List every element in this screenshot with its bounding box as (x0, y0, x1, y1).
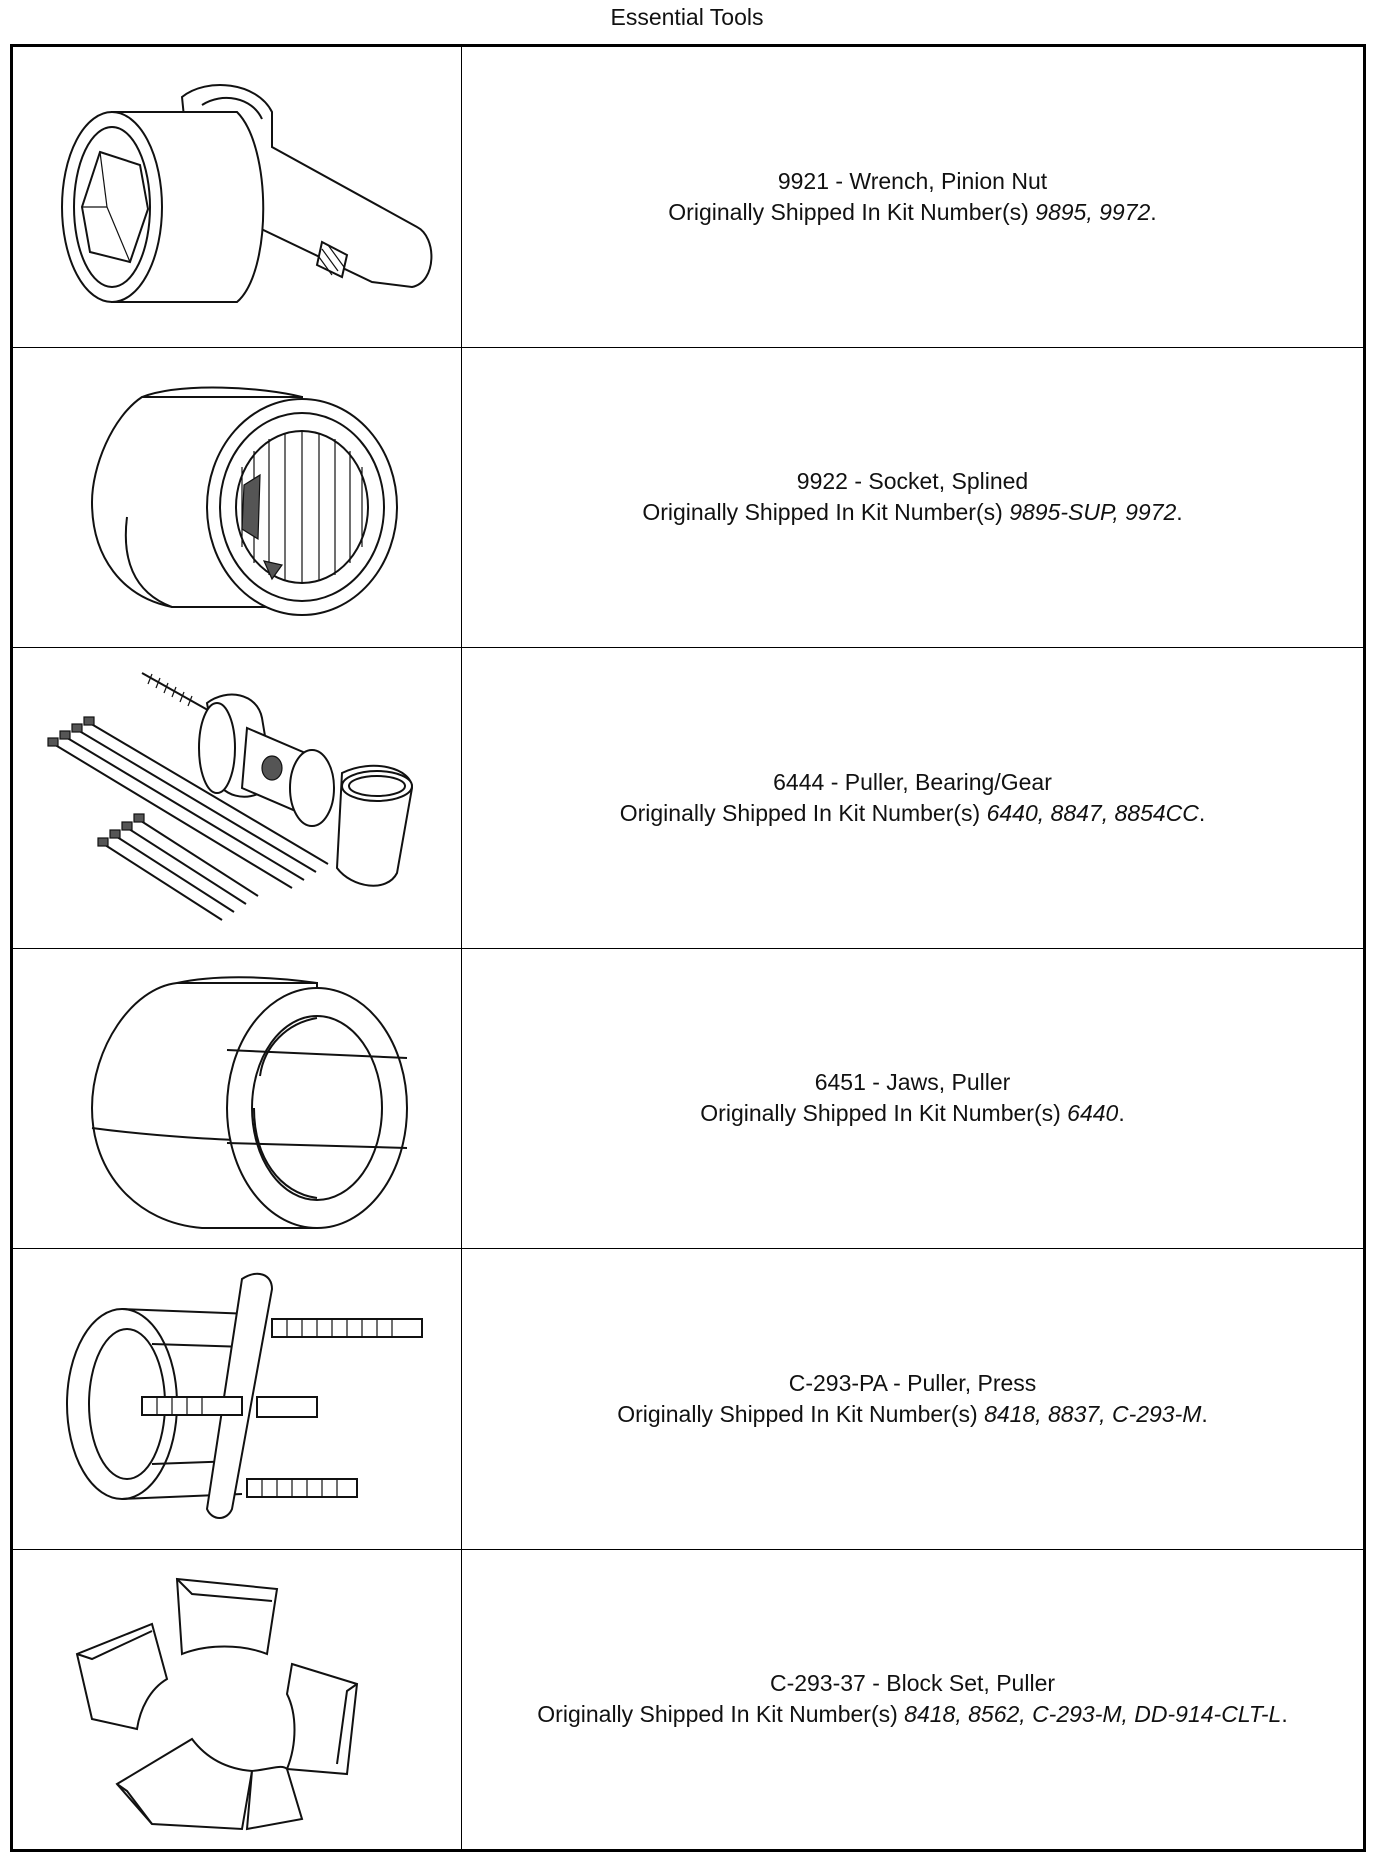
tool-row-6444: 6444 - Puller, Bearing/Gear Originally S… (13, 648, 1363, 949)
pinion-nut-wrench-icon (61, 83, 433, 303)
tool-kits-line: Originally Shipped In Kit Number(s) 9895… (668, 197, 1156, 228)
tool-kits-line: Originally Shipped In Kit Number(s) 8418… (617, 1399, 1208, 1430)
tool-image-cell (13, 948, 462, 1248)
tool-row-c-293-pa: C-293-PA - Puller, Press Originally Ship… (13, 1249, 1363, 1550)
kits-prefix: Originally Shipped In Kit Number(s) (642, 499, 1010, 526)
kits-suffix: . (1201, 1400, 1208, 1427)
tool-label: 6444 - Puller, Bearing/Gear (773, 768, 1052, 795)
tool-row-9922: 9922 - Socket, Splined Originally Shippe… (13, 347, 1363, 648)
tool-description: C-293-37 - Block Set, Puller Originally … (462, 1550, 1363, 1850)
tool-label: C-293-37 - Block Set, Puller (769, 1670, 1056, 1697)
kits-prefix: Originally Shipped In Kit Number(s) (700, 1100, 1068, 1127)
kit-numbers: 9895-SUP, 9972 (1009, 499, 1177, 526)
tools-table: 9921 - Wrench, Pinion Nut Originally Shi… (10, 44, 1366, 1852)
tool-image-cell (13, 1549, 462, 1849)
tool-image-cell (13, 648, 462, 948)
kits-prefix: Originally Shipped In Kit Number(s) (668, 198, 1036, 225)
tool-row-c-293-37: C-293-37 - Block Set, Puller Originally … (13, 1549, 1363, 1850)
kits-prefix: Originally Shipped In Kit Number(s) (619, 799, 987, 826)
tool-row-9921: 9921 - Wrench, Pinion Nut Originally Shi… (13, 47, 1363, 348)
puller-block-set-icon (75, 1578, 359, 1831)
kit-numbers: 6440, 8847, 8854CC (986, 799, 1199, 826)
tool-image-cell (13, 47, 462, 347)
tool-description: 6451 - Jaws, Puller Originally Shipped I… (462, 949, 1363, 1249)
tool-kits-line: Originally Shipped In Kit Number(s) 9895… (642, 497, 1182, 528)
kit-numbers: 9895, 9972 (1035, 198, 1151, 225)
kit-numbers: 8418, 8837, C-293-M (984, 1400, 1202, 1427)
puller-jaws-icon (90, 976, 408, 1230)
press-puller-icon (66, 1272, 423, 1519)
tool-kits-line: Originally Shipped In Kit Number(s) 6440… (700, 1098, 1124, 1129)
kits-suffix: . (1281, 1701, 1288, 1728)
tool-description: 9921 - Wrench, Pinion Nut Originally Shi… (462, 47, 1363, 347)
kits-prefix: Originally Shipped In Kit Number(s) (617, 1400, 985, 1427)
tool-description: 9922 - Socket, Splined Originally Shippe… (462, 348, 1363, 648)
bearing-gear-puller-icon (47, 671, 414, 921)
tool-row-6451: 6451 - Jaws, Puller Originally Shipped I… (13, 948, 1363, 1249)
kits-suffix: . (1176, 499, 1183, 526)
kits-suffix: . (1118, 1100, 1125, 1127)
tool-label: 9921 - Wrench, Pinion Nut (777, 167, 1048, 194)
kits-prefix: Originally Shipped In Kit Number(s) (537, 1701, 905, 1728)
kits-suffix: . (1150, 198, 1157, 225)
kit-numbers: 6440 (1067, 1100, 1119, 1127)
tool-kits-line: Originally Shipped In Kit Number(s) 6440… (620, 798, 1206, 829)
tool-description: 6444 - Puller, Bearing/Gear Originally S… (462, 648, 1363, 948)
kits-suffix: . (1198, 799, 1206, 826)
tool-image-cell (13, 347, 462, 647)
tool-image-cell (13, 1249, 462, 1549)
tool-label: C-293-PA - Puller, Press (788, 1369, 1037, 1396)
tool-label: 6451 - Jaws, Puller (814, 1069, 1011, 1096)
splined-socket-icon (90, 386, 398, 617)
kit-numbers: 8418, 8562, C-293-M, DD-914-CLT-L (904, 1701, 1282, 1728)
tool-kits-line: Originally Shipped In Kit Number(s) 8418… (537, 1699, 1287, 1730)
tool-description: C-293-PA - Puller, Press Originally Ship… (462, 1249, 1363, 1549)
tool-label: 9922 - Socket, Splined (796, 468, 1029, 495)
page-title: Essential Tools (610, 4, 764, 30)
